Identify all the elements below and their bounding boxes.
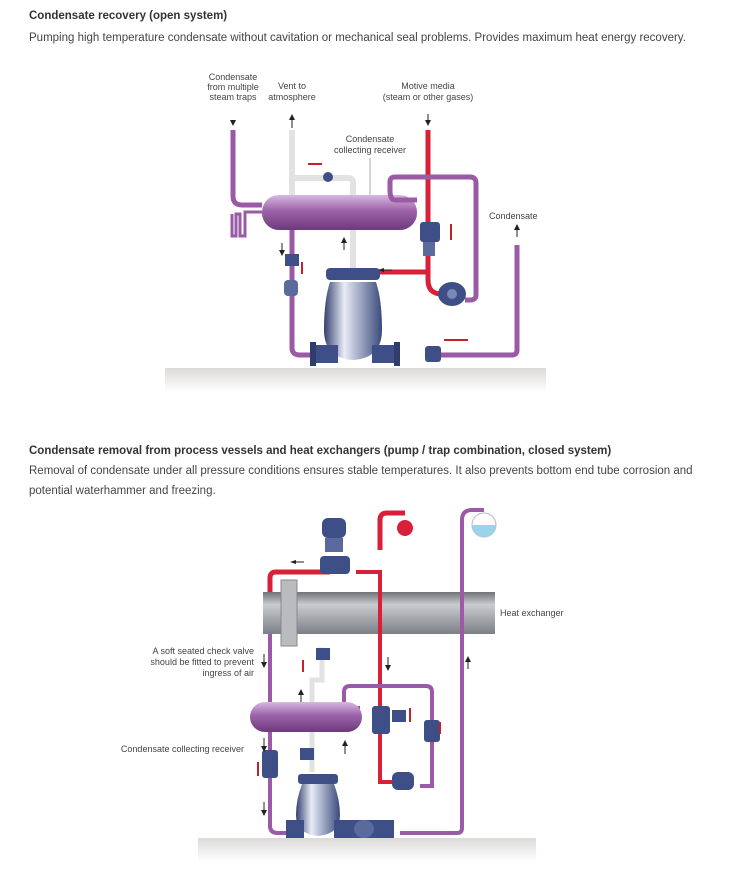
flow-arrows-2 — [261, 560, 471, 816]
return-loop-2 — [342, 684, 434, 788]
section2-description: Removal of condensate under all pressure… — [29, 465, 693, 497]
float-trap-1 — [438, 282, 466, 306]
section1-description: Pumping high temperature condensate with… — [29, 32, 686, 44]
check-valve-2 — [316, 648, 330, 660]
inlet-pipe-1 — [230, 130, 262, 208]
control-valve-2 — [320, 518, 350, 574]
label-motive-line2: (steam or other gases) — [383, 92, 474, 102]
floor-1 — [165, 368, 546, 392]
pump-1 — [310, 268, 400, 366]
return-loop-1 — [387, 174, 479, 303]
label-from-traps-line3: steam traps — [209, 92, 257, 102]
inlet-valves-2 — [257, 748, 314, 778]
float-trap-2 — [392, 772, 414, 790]
label-from-traps-line1: Condensate — [209, 72, 258, 82]
diagram-open-system: Condensate from multiple steam traps Ven… — [165, 72, 546, 392]
label-vent-line2: atmosphere — [268, 92, 316, 102]
receiver-1 — [262, 195, 417, 230]
label-motive-line1: Motive media — [401, 81, 455, 91]
check-valve-left-1 — [284, 254, 303, 296]
steam-inlet-2 — [267, 569, 330, 592]
steam-top-2 — [377, 510, 405, 550]
vent-valve-1 — [323, 172, 333, 182]
outlet-valve-1 — [425, 339, 468, 362]
label-receiver-line1: Condensate — [346, 134, 395, 144]
hx-flange — [280, 579, 298, 647]
pump-inlet-1 — [289, 230, 330, 358]
outlet-riser-2 — [400, 520, 464, 835]
vent-riser-top-2 — [460, 508, 484, 521]
section1-title: Condensate recovery (open system) — [29, 10, 228, 22]
motive-pipe-1 — [425, 130, 450, 297]
label-from-traps-line2: from multiple — [207, 82, 259, 92]
steam-sensor-2 — [397, 520, 413, 536]
label-receiver-2: Condensate collecting receiver — [121, 744, 244, 754]
section2-title: Condensate removal from process vessels … — [29, 445, 612, 457]
label-check-note-line1: A soft seated check valve — [152, 646, 254, 656]
label-vent-line1: Vent to — [278, 81, 306, 91]
outlet-pipe-1 — [440, 245, 520, 358]
air-vent-water — [472, 525, 496, 537]
pump-2 — [286, 774, 394, 838]
label-condensate-out: Condensate — [489, 211, 538, 221]
outlet-check-valve-2 — [424, 720, 441, 742]
steam-trap-2 — [372, 706, 411, 734]
steam-trap-right-1 — [420, 222, 452, 256]
label-check-note-line2: should be fitted to prevent — [150, 657, 254, 667]
steam-drop-2 — [356, 570, 398, 784]
label-receiver-line2: collecting receiver — [334, 145, 406, 155]
floor-2 — [198, 838, 536, 862]
vent-pipe-1b — [292, 175, 356, 272]
label-check-note-line3: ingress of air — [202, 668, 254, 678]
diagram-closed-system: Heat exchanger A soft seated check valve… — [121, 508, 564, 862]
receiver-2 — [250, 702, 362, 732]
inlet-loop-1 — [230, 210, 262, 238]
flow-arrows-1 — [230, 114, 520, 272]
drain-left-2 — [268, 634, 294, 835]
label-heat-exchanger: Heat exchanger — [500, 608, 564, 618]
